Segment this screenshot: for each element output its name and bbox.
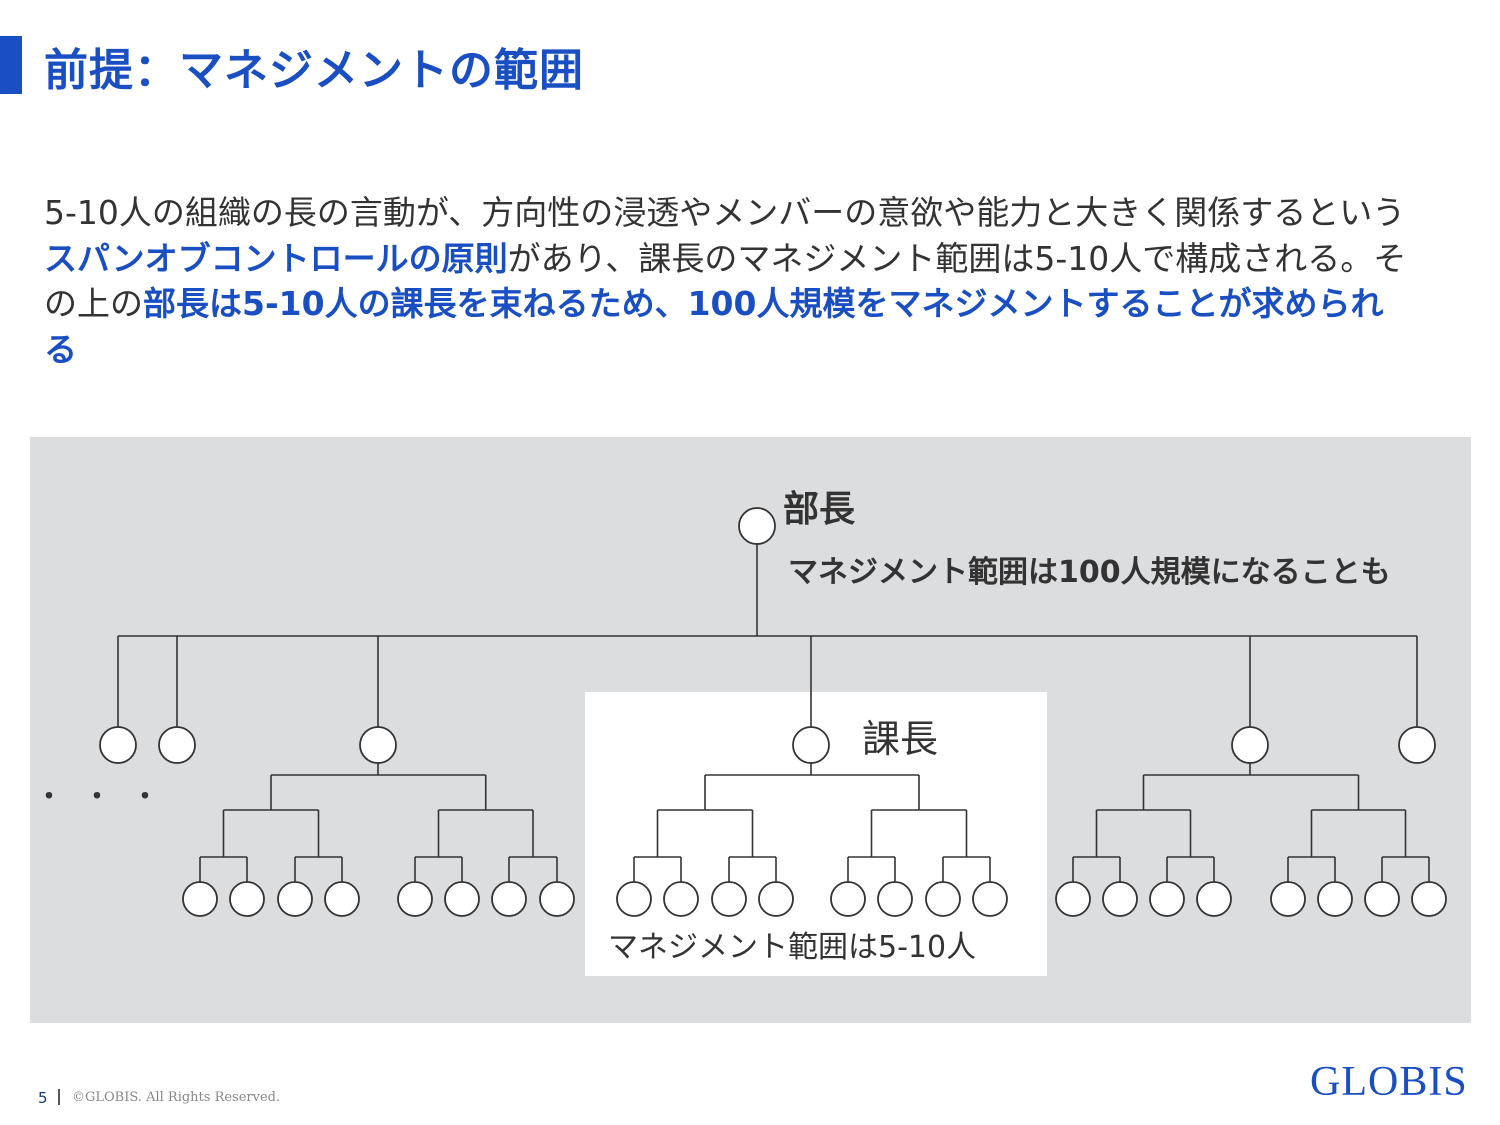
member-node bbox=[925, 881, 961, 917]
body-segment-3: があり、課長のマネジメント範囲は5-10人で構成される。その上の bbox=[44, 238, 1407, 324]
member-node bbox=[1270, 881, 1306, 917]
member-node bbox=[830, 881, 866, 917]
title-accent-bar bbox=[0, 36, 22, 94]
member-node bbox=[277, 881, 313, 917]
department-head-node bbox=[738, 507, 776, 545]
member-node bbox=[1364, 881, 1400, 917]
member-node bbox=[663, 881, 699, 917]
section-head-range-label: マネジメント範囲は5-10人 bbox=[608, 930, 977, 965]
member-node bbox=[1102, 881, 1138, 917]
member-node bbox=[972, 881, 1008, 917]
body-highlight-department-head: 部長は5-10人の課長を束ねるため、100人規模をマネジメントすることが求められ… bbox=[44, 284, 1384, 369]
body-segment-1: 5-10人の組織の長の言動が、方向性の浸透やメンバーの意欲や能力と大きく関係する… bbox=[44, 193, 1406, 232]
department-head-label: 部長 bbox=[783, 489, 856, 530]
member-node bbox=[397, 881, 433, 917]
section-head-node bbox=[1231, 726, 1269, 764]
copyright-text: ©GLOBIS. All Rights Reserved. bbox=[72, 1090, 281, 1105]
member-node bbox=[877, 881, 913, 917]
member-node bbox=[616, 881, 652, 917]
section-head-node bbox=[359, 726, 397, 764]
ellipsis-more-indicator: ・・・ bbox=[36, 782, 181, 812]
member-node bbox=[1317, 881, 1353, 917]
member-node bbox=[711, 881, 747, 917]
member-node bbox=[1055, 881, 1091, 917]
section-head-node bbox=[792, 726, 830, 764]
footer-separator bbox=[58, 1089, 60, 1105]
page-title: 前提：マネジメントの範囲 bbox=[44, 45, 584, 96]
section-head-node bbox=[158, 726, 196, 764]
member-node bbox=[758, 881, 794, 917]
section-head-node bbox=[1398, 726, 1436, 764]
member-node bbox=[1411, 881, 1447, 917]
member-node bbox=[1149, 881, 1185, 917]
member-node bbox=[229, 881, 265, 917]
department-head-range-label: マネジメント範囲は100人規模になることも bbox=[788, 555, 1391, 590]
member-node bbox=[444, 881, 480, 917]
member-node bbox=[1196, 881, 1232, 917]
globis-logo: GLOBIS bbox=[1310, 1059, 1468, 1105]
member-node bbox=[539, 881, 575, 917]
member-node bbox=[182, 881, 218, 917]
body-paragraph: 5-10人の組織の長の言動が、方向性の浸透やメンバーの意欲や能力と大きく関係する… bbox=[44, 190, 1414, 372]
section-head-node bbox=[99, 726, 137, 764]
member-node bbox=[491, 881, 527, 917]
page-number: 5 bbox=[38, 1089, 48, 1107]
body-highlight-span-of-control: スパンオブコントロールの原則 bbox=[44, 238, 508, 278]
member-node bbox=[324, 881, 360, 917]
section-head-label: 課長 bbox=[862, 717, 939, 761]
